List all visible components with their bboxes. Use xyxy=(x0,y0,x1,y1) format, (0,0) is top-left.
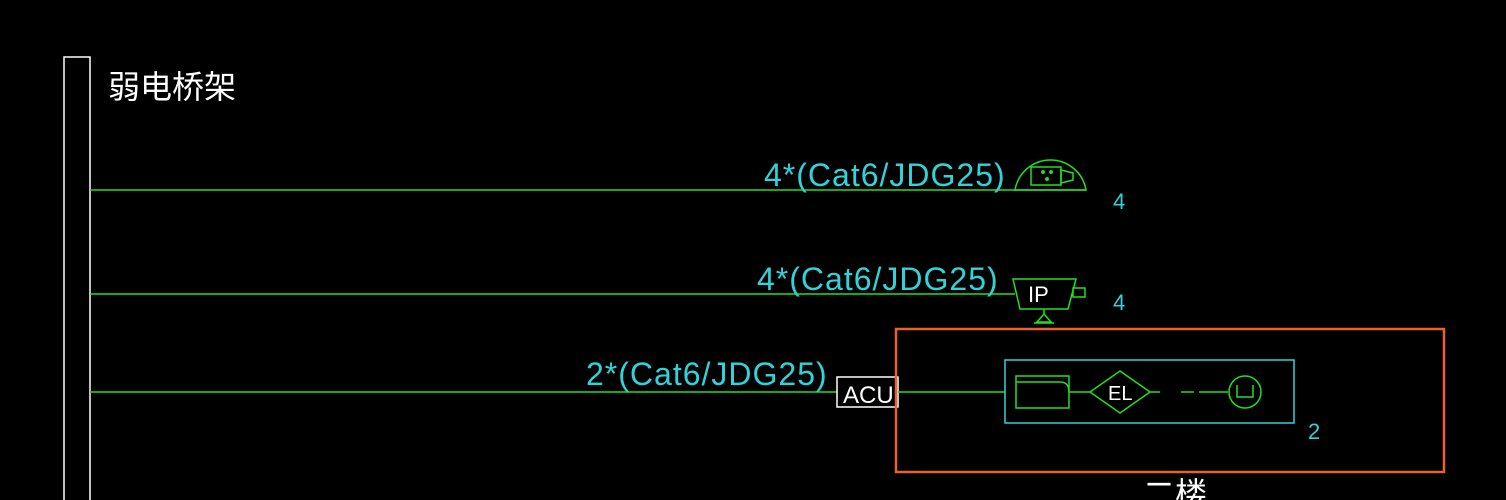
dome-camera-icon xyxy=(1014,159,1087,191)
device-group-box xyxy=(1004,359,1295,424)
ip-camera-icon xyxy=(1012,278,1086,324)
floor-label: 二楼 xyxy=(1143,476,1207,500)
card-reader-icon xyxy=(1015,375,1070,409)
highlight-box xyxy=(894,327,1446,474)
tray-label: 弱电桥架 xyxy=(108,69,236,105)
cable-tray xyxy=(63,56,91,500)
qty-label-2: 4 xyxy=(1113,290,1125,315)
exit-button-icon xyxy=(1228,375,1262,409)
cable-label-3: 2*(Cat6/JDG25) xyxy=(586,356,828,392)
qty-label-1: 4 xyxy=(1113,189,1125,214)
acu-label: ACU xyxy=(843,382,894,409)
ip-camera-text: IP xyxy=(1028,282,1049,307)
cable-label-1: 4*(Cat6/JDG25) xyxy=(764,157,1006,193)
electric-lock-text: EL xyxy=(1108,383,1132,405)
cable-label-2: 4*(Cat6/JDG25) xyxy=(757,261,999,297)
electric-lock-icon xyxy=(1088,370,1152,414)
qty-label-3: 2 xyxy=(1308,419,1320,444)
